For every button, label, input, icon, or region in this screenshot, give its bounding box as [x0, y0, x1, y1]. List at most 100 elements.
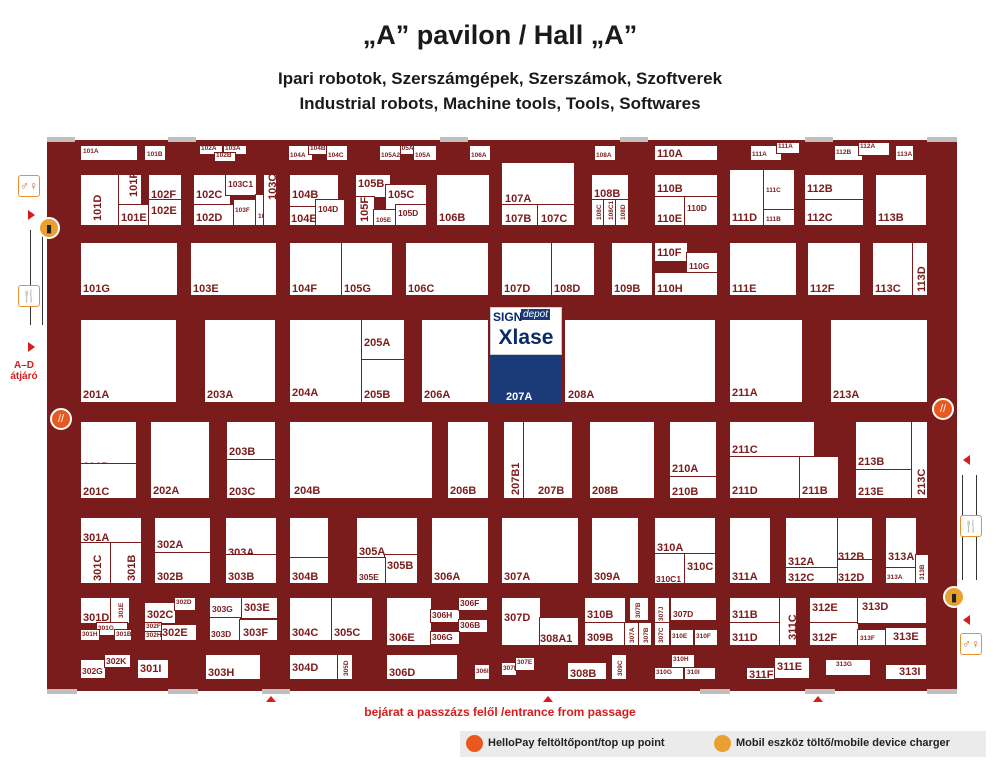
booth-102a[interactable]	[199, 145, 223, 155]
booth-305e[interactable]	[356, 557, 386, 584]
booth-306h[interactable]	[430, 609, 460, 623]
booth-307f[interactable]	[501, 662, 517, 676]
booth-303f[interactable]	[239, 619, 278, 641]
booth-202a[interactable]	[150, 421, 210, 499]
booth-104c[interactable]	[326, 145, 348, 161]
booth-105f[interactable]	[355, 196, 375, 226]
booth-110d[interactable]	[684, 196, 718, 226]
booth-302k[interactable]	[104, 654, 131, 668]
booth-306a[interactable]	[431, 517, 489, 584]
booth-312d[interactable]	[837, 559, 873, 584]
booth-111c[interactable]	[763, 169, 795, 211]
booth-210b[interactable]	[669, 476, 717, 499]
booth-312f[interactable]	[809, 622, 859, 646]
booth-107a[interactable]	[501, 162, 575, 206]
booth-302d[interactable]	[174, 597, 196, 611]
booth-311e[interactable]	[774, 657, 810, 679]
booth-211c[interactable]	[729, 421, 815, 458]
booth-101g[interactable]	[80, 242, 178, 296]
booth-101a[interactable]	[80, 145, 138, 161]
booth-211a[interactable]	[729, 319, 803, 403]
booth-108c1[interactable]	[603, 199, 617, 226]
booth-310f[interactable]	[694, 629, 718, 646]
booth-102d[interactable]	[193, 204, 235, 226]
booth-111a[interactable]	[776, 142, 800, 154]
booth-313a[interactable]	[885, 517, 917, 569]
booth-303d[interactable]	[209, 617, 241, 641]
booth-110f[interactable]	[654, 242, 688, 262]
booth-303b[interactable]	[225, 554, 277, 584]
booth-304a[interactable]	[289, 517, 329, 559]
booth-111d[interactable]	[729, 169, 765, 226]
booth-308a1[interactable]	[539, 617, 579, 646]
booth-306g[interactable]	[430, 631, 460, 645]
booth-111a[interactable]	[750, 145, 782, 161]
booth-105a1[interactable]	[396, 145, 420, 155]
booth-207b[interactable]	[523, 421, 573, 499]
booth-104b[interactable]	[308, 145, 328, 155]
booth-307a[interactable]	[624, 622, 640, 646]
booth-208a[interactable]	[564, 319, 716, 403]
booth-101f[interactable]	[118, 174, 142, 206]
booth-213c[interactable]	[911, 421, 928, 499]
booth-310a[interactable]	[654, 517, 716, 555]
hellopay-icon[interactable]: //	[50, 408, 72, 430]
booth-101b[interactable]	[144, 145, 166, 161]
booth-203c[interactable]	[226, 459, 276, 499]
booth-205a[interactable]	[361, 319, 405, 361]
booth-103c[interactable]	[263, 174, 277, 226]
booth-310c1[interactable]	[654, 553, 686, 584]
booth-302e[interactable]	[159, 624, 197, 641]
booth-311d[interactable]	[729, 622, 781, 646]
booth-313g[interactable]	[825, 659, 871, 676]
booth-108c[interactable]	[591, 199, 605, 226]
booth-309c[interactable]	[611, 654, 627, 680]
charger-icon[interactable]: ▮	[943, 586, 965, 608]
booth-307a[interactable]	[501, 517, 579, 584]
booth-313f[interactable]	[857, 629, 887, 646]
booth-104e[interactable]	[289, 206, 317, 226]
booth-101d[interactable]	[80, 174, 120, 226]
booth-313b[interactable]	[915, 554, 929, 584]
booth-203b[interactable]	[226, 421, 276, 461]
booth-303e[interactable]	[241, 597, 278, 619]
booth-311a[interactable]	[729, 517, 771, 584]
booth-309b[interactable]	[584, 622, 626, 646]
booth-110g[interactable]	[686, 252, 718, 274]
charger-icon[interactable]: ▮	[38, 217, 60, 239]
booth-207b1[interactable]	[503, 421, 525, 499]
booth-301c[interactable]	[80, 542, 112, 584]
booth-306b[interactable]	[458, 619, 488, 633]
booth-302g[interactable]	[80, 659, 106, 679]
booth-104f[interactable]	[289, 242, 343, 296]
booth-210a[interactable]	[669, 421, 717, 478]
booth-103c1[interactable]	[225, 174, 257, 196]
booth-204a[interactable]	[289, 319, 363, 403]
booth-304d[interactable]	[289, 654, 339, 680]
booth-308b[interactable]	[567, 662, 607, 680]
hellopay-icon[interactable]: //	[932, 398, 954, 420]
booth-312e[interactable]	[809, 597, 859, 624]
booth-305a[interactable]	[356, 517, 418, 559]
booth-302c[interactable]	[144, 602, 176, 624]
booth-311c[interactable]	[779, 597, 797, 646]
booth-103f[interactable]	[233, 199, 257, 226]
booth-105a2[interactable]	[379, 145, 401, 161]
booth-105e[interactable]	[373, 209, 397, 226]
booth-313i[interactable]	[885, 664, 927, 680]
booth-302a[interactable]	[154, 517, 211, 554]
booth-311b[interactable]	[729, 597, 781, 624]
booth-108a[interactable]	[594, 145, 616, 161]
booth-113b[interactable]	[875, 174, 927, 226]
booth-305b[interactable]	[384, 554, 418, 584]
booth-204b[interactable]	[289, 421, 433, 499]
booth-304b[interactable]	[289, 557, 329, 584]
booth-206b[interactable]	[447, 421, 489, 499]
booth-105a[interactable]	[413, 145, 437, 161]
booth-307j[interactable]	[654, 597, 670, 624]
booth-211d[interactable]	[729, 456, 801, 499]
booth-303g[interactable]	[209, 597, 243, 619]
booth-104a[interactable]	[288, 145, 313, 161]
booth-108d[interactable]	[615, 199, 629, 226]
booth-306i[interactable]	[474, 664, 490, 680]
